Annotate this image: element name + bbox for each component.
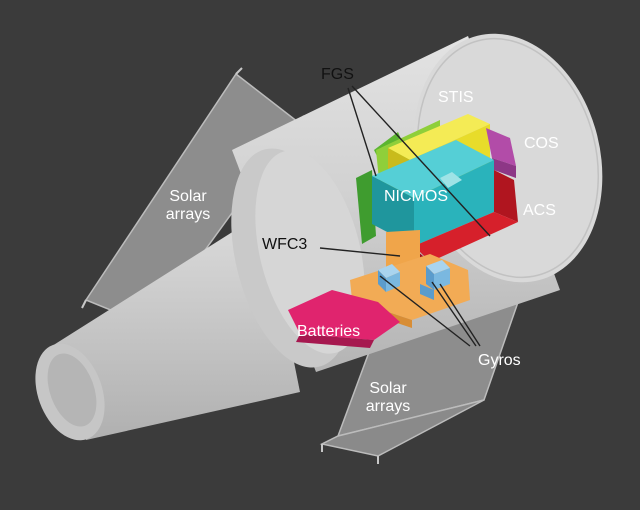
leader-lines [319,85,491,347]
batteries-unit [288,290,400,348]
label-batteries: Batteries [297,323,361,340]
label-solar-arrays-lower-line1: Solar [369,380,407,397]
gyros-units [378,260,450,300]
label-stis: STIS [438,89,474,106]
label-wfc3: WFC3 [262,236,308,253]
label-gyros: Gyros [478,352,521,369]
label-nicmos: NICMOS [384,188,448,205]
label-acs: ACS [523,202,556,219]
label-solar-arrays-upper-line2: arrays [165,206,211,223]
cos-instrument [486,128,516,178]
label-solar-arrays-lower-line2: arrays [365,398,411,415]
label-solar-arrays-lower: Solar arrays [356,380,420,416]
label-solar-arrays-upper-line1: Solar [169,188,207,205]
label-cos: COS [524,135,559,152]
label-fgs: FGS [321,66,354,83]
label-solar-arrays-upper: Solar arrays [156,188,220,224]
nicmos-instrument [372,140,494,246]
